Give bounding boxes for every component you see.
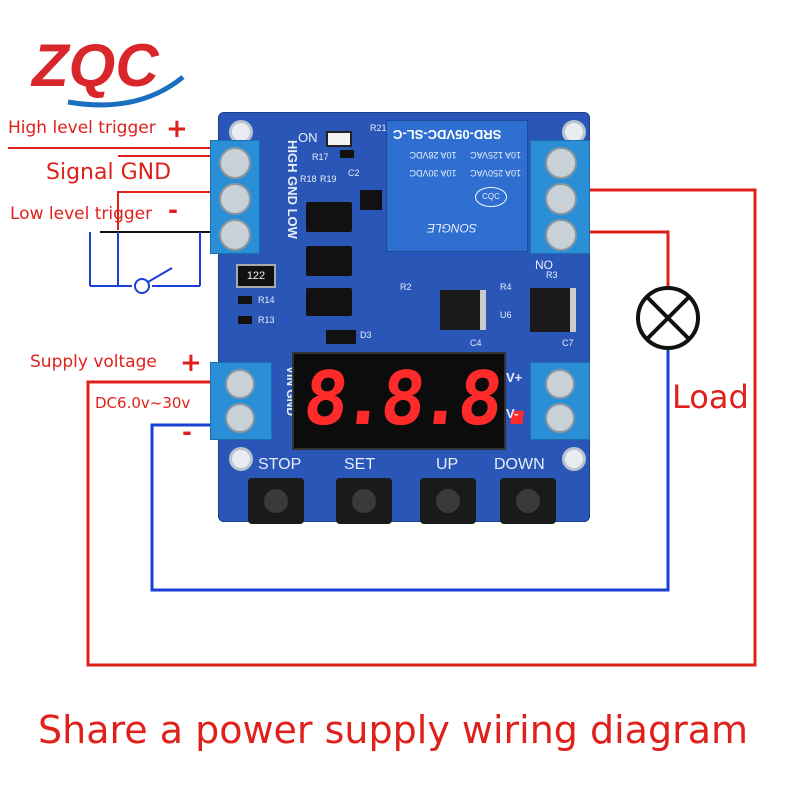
resistor xyxy=(238,316,252,324)
comp-c7: C7 xyxy=(562,338,574,348)
chip xyxy=(360,190,382,210)
comp-c2: C2 xyxy=(348,168,360,178)
diagram-caption: Share a power supply wiring diagram xyxy=(38,708,748,752)
label-low-sign: - xyxy=(168,196,178,224)
comp-r19: R19 xyxy=(320,174,337,184)
wire-supply-plus xyxy=(86,188,757,667)
button-label-up: UP xyxy=(436,456,459,473)
stop-button[interactable] xyxy=(248,478,304,524)
comp-r4: R4 xyxy=(500,282,512,292)
smd-122-label: 122 xyxy=(246,270,266,282)
out-minus-label: V- xyxy=(506,406,519,421)
relay-ratings: 10A 250VAC 10A 30VDC 10A 125VAC 10A 28VD… xyxy=(393,147,521,183)
relay: SRD-05VDC-SL-C 10A 250VAC 10A 30VDC 10A … xyxy=(386,120,528,252)
diode xyxy=(326,330,356,344)
load-lamp-icon xyxy=(636,286,700,350)
label-dc-range: DC6.0v~30v xyxy=(95,394,191,412)
logo-text: ZQC xyxy=(30,32,160,99)
mount-hole xyxy=(562,447,586,471)
label-signal-gnd: Signal GND xyxy=(46,160,172,185)
down-button[interactable] xyxy=(500,478,556,524)
comp-r17: R17 xyxy=(312,152,329,162)
comp-d3: D3 xyxy=(360,330,372,340)
on-led-label: ON xyxy=(298,130,318,145)
chip xyxy=(306,202,352,232)
button-label-stop: STOP xyxy=(258,456,302,473)
relay-rating: 10A 250VAC xyxy=(470,168,521,178)
relay-rating: 10A 28VDC xyxy=(409,150,457,160)
on-led xyxy=(326,131,352,147)
transistor xyxy=(440,290,486,330)
input-terminal-label: HIGH GND LOW xyxy=(285,140,300,239)
no-label: NO xyxy=(535,258,553,272)
comp-c4: C4 xyxy=(470,338,482,348)
chip xyxy=(306,288,352,316)
transistor xyxy=(530,288,576,332)
input-terminal-block xyxy=(210,140,260,254)
relay-brand: SONGLE xyxy=(427,221,478,235)
label-supply-sign: + xyxy=(180,348,202,378)
wire-supply-minus xyxy=(150,350,670,592)
comp-r18: R18 xyxy=(300,174,317,184)
out-plus-label: V+ xyxy=(506,370,523,385)
smd-122: 122 xyxy=(236,264,276,288)
comp-u6: U6 xyxy=(500,310,512,320)
mount-hole xyxy=(229,447,253,471)
wire-relay-to-load xyxy=(588,230,670,286)
label-supply-minus: - xyxy=(182,418,192,446)
switch-contact xyxy=(134,278,150,294)
wire-switch-loop xyxy=(117,232,132,287)
output-terminal-block xyxy=(530,362,590,440)
comp-r2: R2 xyxy=(400,282,412,292)
set-button[interactable] xyxy=(336,478,392,524)
up-button[interactable] xyxy=(420,478,476,524)
switch-lever xyxy=(147,267,173,283)
comp-r14: R14 xyxy=(258,295,275,305)
label-high-sign: + xyxy=(166,114,188,144)
logo-swoosh xyxy=(67,75,185,108)
brand-logo: ZQC xyxy=(28,22,198,112)
button-label-down: DOWN xyxy=(494,456,545,473)
comp-r13: R13 xyxy=(258,315,275,325)
resistor xyxy=(238,296,252,304)
relay-output-terminal xyxy=(530,140,590,254)
label-load: Load xyxy=(672,378,749,416)
relay-model: SRD-05VDC-SL-C xyxy=(393,127,502,142)
label-supply: Supply voltage xyxy=(30,352,157,372)
resistor xyxy=(340,150,354,158)
chip xyxy=(306,246,352,276)
relay-rating: 10A 30VDC xyxy=(409,168,457,178)
label-low-trigger: Low level trigger xyxy=(10,204,153,224)
power-terminal-block xyxy=(210,362,272,440)
label-high-trigger: High level trigger xyxy=(8,118,156,138)
comp-r3: R3 xyxy=(546,270,558,280)
relay-rating: 10A 125VAC xyxy=(470,150,521,160)
comp-r21: R21 xyxy=(370,123,387,133)
button-label-set: SET xyxy=(344,456,376,473)
wire-red-branch xyxy=(117,191,210,230)
relay-cqc-logo: CQC xyxy=(475,187,507,207)
seven-segment-display: 8.8.8.8 xyxy=(292,352,578,450)
